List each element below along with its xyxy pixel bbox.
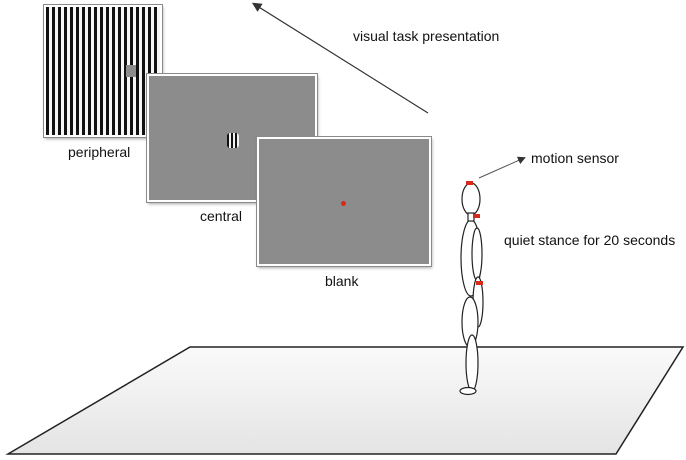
fixation-dot (341, 201, 346, 206)
central-grating (227, 133, 239, 148)
blank-label: blank (325, 273, 359, 289)
central-label: central (200, 208, 243, 224)
floor-platform (5, 346, 685, 455)
person-figure (459, 182, 484, 396)
sensor-marker-wrist (476, 281, 483, 285)
sensor-arrow-icon (478, 156, 526, 179)
peripheral-center-patch (126, 65, 136, 77)
screen-peripheral (44, 5, 162, 137)
task-label: visual task presentation (353, 28, 500, 44)
sensor-label: motion sensor (531, 150, 619, 166)
task-arrow-icon (251, 2, 429, 114)
sensor-marker-neck (473, 214, 480, 218)
screen-blank (257, 137, 431, 266)
sensor-marker-head (466, 181, 473, 185)
stance-label: quiet stance for 20 seconds (504, 232, 676, 248)
peripheral-label: peripheral (68, 144, 131, 160)
